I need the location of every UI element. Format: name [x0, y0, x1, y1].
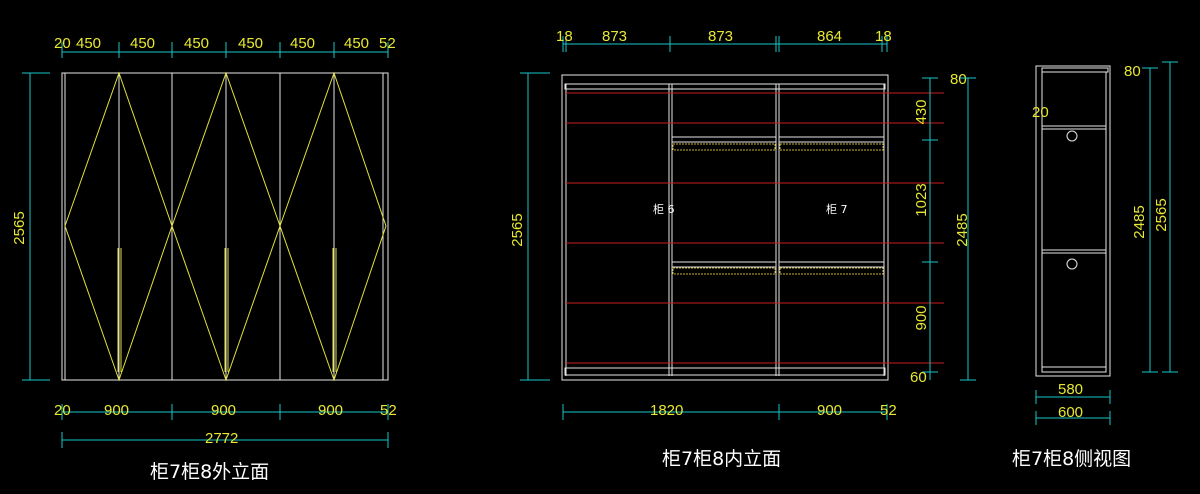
cabinet-label: 柜 6	[653, 203, 675, 216]
side-top-dim: 80	[1124, 63, 1141, 80]
outer-top-dim: 450	[130, 35, 155, 52]
outer-top-dim: 450	[238, 35, 263, 52]
inner-bottom-dim: 900	[817, 402, 842, 419]
outer-top-dim: 450	[344, 35, 369, 52]
outer-bottom-dim: 20	[54, 402, 71, 419]
inner-top-dim: 864	[817, 28, 842, 45]
outer-elevation-title: 柜7柜8外立面	[150, 461, 269, 483]
shelf	[671, 261, 777, 268]
side-view-title: 柜7柜8侧视图	[1012, 448, 1131, 470]
hanging-rod-section	[1066, 130, 1078, 142]
outer-cabinet-frame	[61, 72, 389, 381]
side-height-dim: 2565	[1153, 198, 1170, 231]
outer-top-dim: 52	[379, 35, 396, 52]
outer-bottom-dim: 900	[211, 402, 236, 419]
inner-right-dim: 80	[950, 71, 967, 88]
inner-elevation-title: 柜7柜8内立面	[662, 448, 781, 470]
inner-right-dim: 60	[910, 369, 927, 386]
outer-elevation: 20 450 450 450 450 450 450 52 2565	[11, 35, 397, 483]
outer-top-dim: 450	[184, 35, 209, 52]
side-cabinet-frame	[1035, 65, 1111, 377]
inner-top-dim: 873	[708, 28, 733, 45]
side-inner-height-dim: 2485	[1131, 205, 1148, 238]
outer-bottom-dim: 900	[318, 402, 343, 419]
inner-right-dim: 430	[913, 99, 930, 124]
inner-right-dim: 900	[913, 305, 930, 330]
inner-height-dim: 2565	[509, 213, 526, 246]
side-bottom-dim: 600	[1058, 404, 1083, 421]
outer-height-dim: 2565	[11, 211, 28, 244]
shelf	[671, 136, 777, 143]
outer-bottom-dim: 900	[104, 402, 129, 419]
outer-bottom-dim: 52	[380, 402, 397, 419]
side-bottom-dim: 580	[1058, 381, 1083, 398]
inner-total-height-dim: 2485	[954, 213, 971, 246]
inner-top-dim: 873	[602, 28, 627, 45]
inner-right-dim: 1023	[913, 183, 930, 216]
hanging-rod	[672, 143, 776, 151]
inner-cabinet-frame	[561, 74, 889, 381]
outer-top-dim: 450	[76, 35, 101, 52]
inner-bottom-dim: 52	[880, 402, 897, 419]
hanging-rod	[672, 267, 776, 275]
inner-elevation: 18 873 873 864 18 2565	[509, 28, 976, 470]
outer-top-dim: 20	[54, 35, 71, 52]
inner-top-dim: 18	[556, 28, 573, 45]
cabinet-label: 柜 7	[826, 203, 848, 216]
side-left-dim: 20	[1032, 104, 1049, 121]
side-view: 80 20 2485 2565 580 600 柜7柜8侧视图	[1012, 61, 1178, 470]
inner-top-dim: 18	[875, 28, 892, 45]
outer-top-dim: 450	[290, 35, 315, 52]
inner-bottom-dim: 1820	[650, 402, 683, 419]
outer-total-width-dim: 2772	[205, 430, 238, 447]
shelf	[1041, 125, 1107, 130]
